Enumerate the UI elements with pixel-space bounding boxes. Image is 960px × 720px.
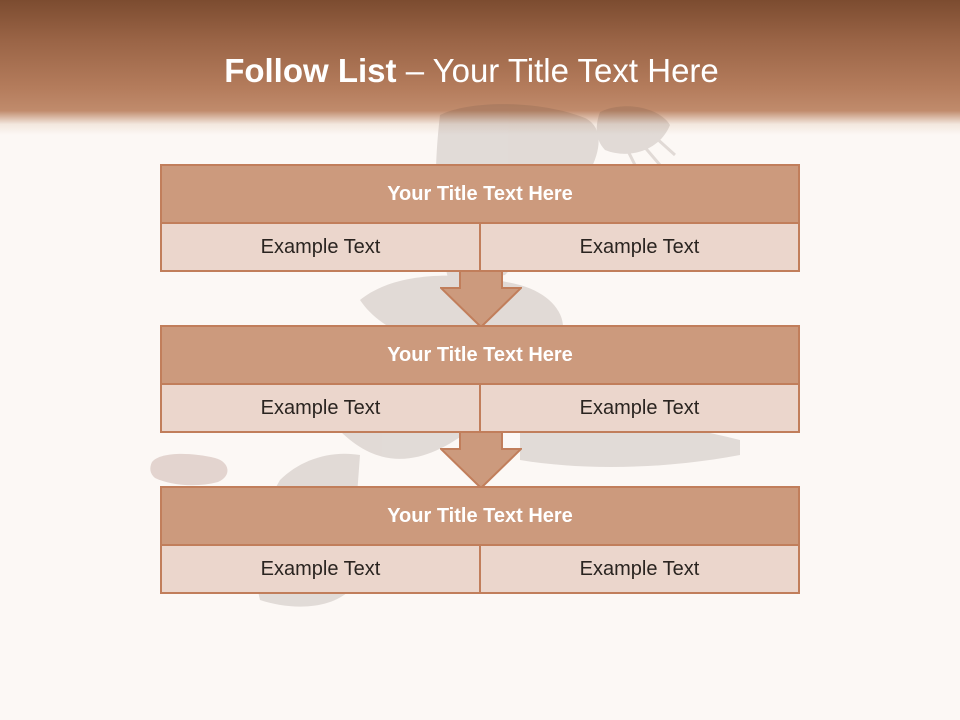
tier-3-cell-right: Example Text [479, 546, 798, 592]
tier-cells-1: Example Text Example Text [162, 224, 798, 270]
down-arrow-icon [440, 431, 522, 489]
tier-cells-3: Example Text Example Text [162, 546, 798, 592]
tier-1-cell-left: Example Text [162, 224, 479, 270]
tier-title-1: Your Title Text Here [162, 166, 798, 224]
tier-box-1: Your Title Text Here Example Text Exampl… [160, 164, 800, 272]
tier-2-cell-right: Example Text [479, 385, 798, 431]
tier-title-3: Your Title Text Here [162, 488, 798, 546]
tier-box-2: Your Title Text Here Example Text Exampl… [160, 325, 800, 433]
tier-title-2: Your Title Text Here [162, 327, 798, 385]
header-band [0, 0, 960, 135]
slide-title: Follow List – Your Title Text Here [0, 52, 943, 90]
tier-box-3: Your Title Text Here Example Text Exampl… [160, 486, 800, 594]
slide-title-rest: – Your Title Text Here [405, 52, 719, 89]
down-arrow-icon [440, 270, 522, 328]
tier-2-cell-left: Example Text [162, 385, 479, 431]
tier-3-cell-left: Example Text [162, 546, 479, 592]
tier-cells-2: Example Text Example Text [162, 385, 798, 431]
tier-1-cell-right: Example Text [479, 224, 798, 270]
slide-title-bold: Follow List [224, 52, 406, 89]
